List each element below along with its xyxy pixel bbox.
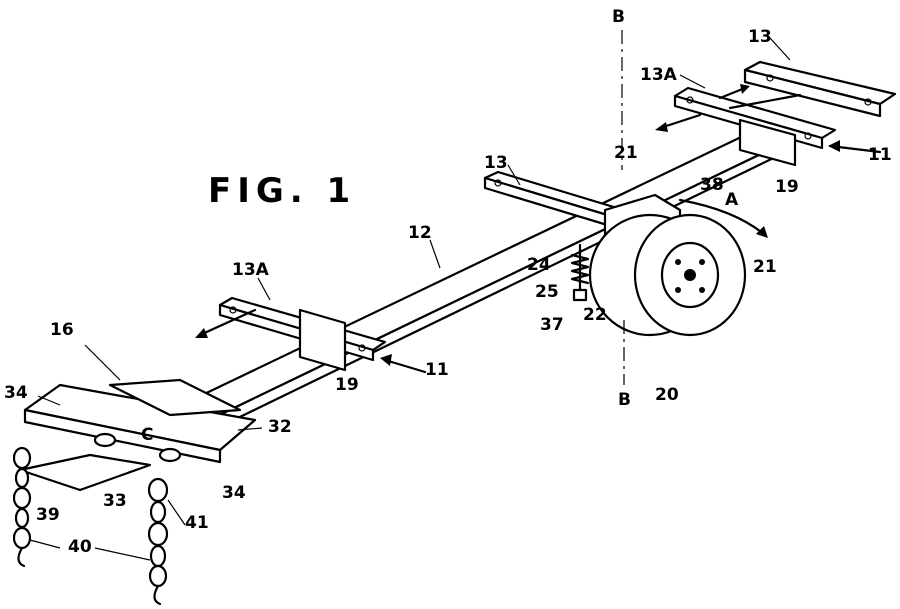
rear-cross-member	[745, 62, 895, 116]
label-13a-left: 13A	[232, 260, 270, 280]
label-20: 20	[655, 385, 679, 405]
label-24: 24	[527, 255, 551, 275]
label-a: A	[725, 190, 739, 210]
label-13-mid: 13	[484, 153, 508, 173]
label-21-wheel: 21	[753, 257, 777, 277]
label-25: 25	[535, 282, 559, 302]
label-34-bottom: 34	[222, 483, 246, 503]
label-21-top: 21	[614, 143, 638, 163]
label-41: 41	[185, 513, 209, 533]
label-12: 12	[408, 223, 432, 243]
label-11-right: 11	[868, 145, 892, 165]
wheel-assembly	[590, 195, 745, 335]
label-39: 39	[36, 505, 60, 525]
label-16: 16	[50, 320, 74, 340]
label-19-right: 19	[775, 177, 799, 197]
label-b-bottom: B	[618, 390, 631, 410]
label-b-top: B	[612, 7, 625, 27]
label-22: 22	[583, 305, 607, 325]
label-13-top: 13	[748, 27, 772, 47]
label-19-left: 19	[335, 375, 359, 395]
label-38: 38	[700, 175, 724, 195]
figure-title: FIG. 1	[208, 171, 356, 211]
label-40: 40	[68, 537, 92, 557]
label-c: C	[141, 425, 153, 445]
label-13a-top: 13A	[640, 65, 678, 85]
label-34-top: 34	[4, 383, 28, 403]
label-37: 37	[540, 315, 564, 335]
label-32: 32	[268, 417, 292, 437]
label-11-left: 11	[425, 360, 449, 380]
label-33: 33	[103, 491, 127, 511]
